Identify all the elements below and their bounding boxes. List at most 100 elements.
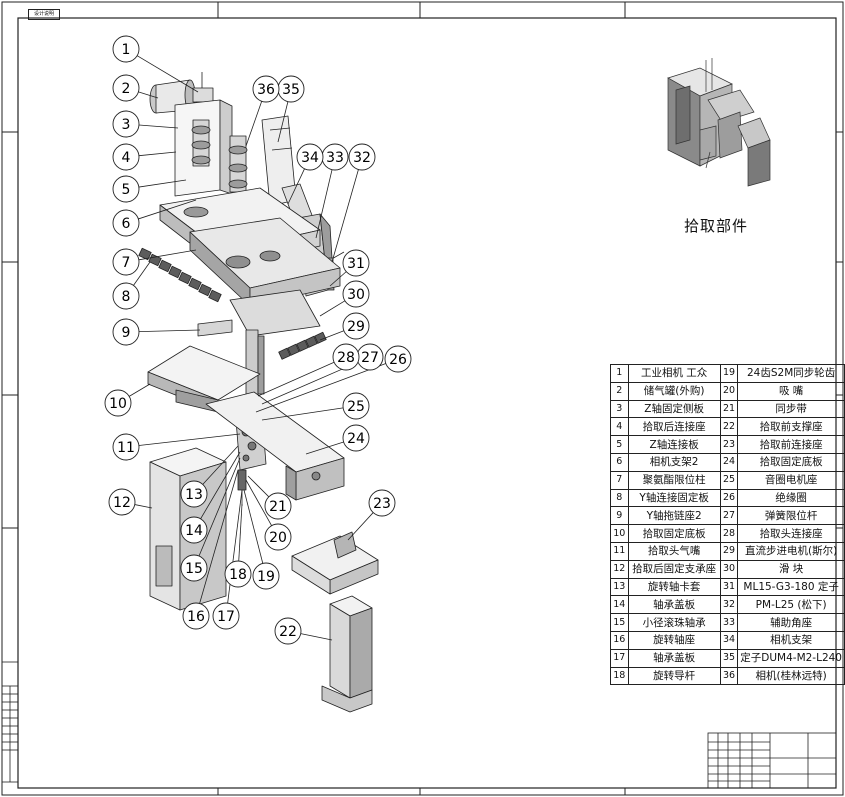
part-number: 11	[610, 541, 629, 561]
balloon-circle	[368, 489, 396, 517]
part-name: 24齿S2M同步轮齿	[737, 364, 845, 383]
balloon-number: 3	[122, 117, 131, 133]
part-number: 28	[719, 524, 739, 543]
header-tag: 设计说明	[28, 9, 60, 20]
part-number: 24	[719, 452, 739, 472]
balloon-circle	[224, 560, 252, 588]
callout-6: 6	[112, 199, 197, 237]
part-number: 16	[610, 630, 629, 650]
balloon-circle	[182, 602, 210, 630]
part-number: 5	[610, 435, 629, 454]
part-name: 相机支架	[737, 630, 845, 650]
balloon-circle	[180, 480, 208, 508]
callout-29: 29	[319, 312, 370, 341]
balloon-number: 7	[122, 255, 131, 271]
part-name: 储气罐(外购)	[627, 381, 721, 401]
part-number: 1	[610, 364, 629, 383]
part-number: 36	[719, 666, 739, 686]
part-number: 3	[610, 399, 629, 419]
leader-line	[138, 433, 241, 446]
leader-line	[136, 55, 199, 93]
part-number: 26	[719, 488, 739, 508]
balloon-number: 11	[117, 440, 135, 456]
leader-line	[315, 169, 333, 239]
part-name: 同步带	[737, 399, 845, 419]
balloon-number: 1	[122, 42, 131, 58]
leader-line	[319, 300, 346, 317]
callout-32: 32	[331, 143, 376, 263]
exploded-view	[138, 72, 379, 713]
part-name: 拾取前支撑座	[737, 417, 845, 437]
callout-21: 21	[247, 475, 292, 520]
part-name: Z轴连接板	[627, 435, 721, 454]
balloon-number: 20	[269, 530, 287, 546]
leader-line	[138, 151, 177, 157]
part-number: 2	[610, 381, 629, 401]
part-name: 旋转轴卡套	[627, 577, 721, 597]
callout-24: 24	[305, 424, 370, 455]
part-name: 轴承盖板	[627, 648, 721, 668]
part-number: 22	[719, 417, 739, 437]
part-number: 6	[610, 452, 629, 472]
balloon-number: 26	[389, 352, 407, 368]
balloon-number: 33	[326, 150, 344, 166]
leader-line	[261, 407, 344, 421]
callout-35: 35	[277, 75, 305, 143]
balloon-number: 21	[269, 499, 287, 515]
balloon-circle	[108, 488, 136, 516]
part-name: 小径滚珠轴承	[627, 613, 721, 632]
leader-line	[200, 451, 241, 520]
callout-8: 8	[112, 261, 151, 310]
callout-11: 11	[112, 433, 241, 461]
leader-line	[138, 329, 201, 333]
balloon-number: 28	[337, 350, 355, 366]
leader-line	[247, 475, 270, 498]
leader-line	[198, 457, 241, 557]
balloon-circle	[342, 280, 370, 308]
balloon-number: 34	[301, 150, 319, 166]
balloon-number: 24	[347, 431, 365, 447]
part-name: 绝缘圈	[737, 488, 845, 508]
leader-line	[133, 261, 151, 286]
callout-9: 9	[112, 318, 201, 346]
balloon-number: 6	[122, 216, 131, 232]
balloon-circle	[264, 492, 292, 520]
balloon-number: 36	[257, 82, 275, 98]
balloon-number: 8	[122, 289, 131, 305]
callout-31: 31	[329, 249, 370, 287]
part-name: Z轴固定侧板	[627, 399, 721, 419]
balloon-number: 22	[279, 624, 297, 640]
callout-19: 19	[243, 489, 280, 590]
part-name: 定子DUM4-M2-L240	[737, 648, 845, 668]
part-name: 音圈电机座	[737, 470, 845, 490]
part-number: 15	[610, 613, 629, 632]
callout-34: 34	[287, 143, 324, 205]
balloon-circle	[180, 516, 208, 544]
callout-20: 20	[245, 479, 292, 551]
balloon-number: 35	[282, 82, 300, 98]
part-name: Y轴连接固定板	[627, 488, 721, 508]
callout-36: 36	[245, 75, 280, 147]
callout-13: 13	[180, 445, 239, 508]
leader-line	[245, 101, 263, 147]
balloon-circle	[112, 282, 140, 310]
callout-4: 4	[112, 143, 177, 171]
part-name: 拾取固定底板	[627, 524, 721, 543]
leader-line	[138, 199, 197, 220]
part-name: ML15-G3-180 定子	[737, 577, 845, 597]
part-number: 25	[719, 470, 739, 490]
balloon-number: 25	[347, 399, 365, 415]
balloon-circle	[348, 143, 376, 171]
balloon-number: 10	[109, 396, 127, 412]
